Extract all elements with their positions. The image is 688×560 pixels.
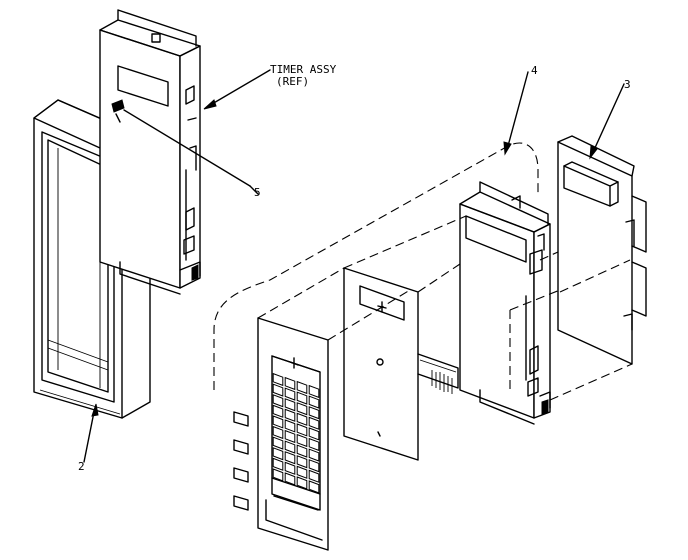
keypad-key (296, 380, 308, 395)
callout-3: 3 (624, 78, 631, 91)
keypad-key (272, 404, 284, 418)
keypad-key (296, 391, 308, 405)
keypad-key (272, 436, 284, 450)
keypad-plus-mark (289, 357, 299, 369)
timer-assy-ref-label: (REF) (276, 75, 309, 88)
keypad-key (296, 433, 308, 448)
keypad-key (308, 384, 320, 399)
keypad-key (308, 416, 320, 430)
callout-2: 2 (78, 460, 85, 473)
keypad-key (284, 440, 296, 454)
keypad-key (284, 408, 296, 422)
keypad-key (284, 429, 296, 444)
circuit-sheet (343, 267, 459, 461)
keypad-key (308, 480, 320, 494)
keypad-membrane-part-4 (257, 317, 329, 551)
keypad-key (272, 468, 284, 482)
keypad-key (296, 476, 308, 490)
leader-lines (83, 69, 625, 463)
keypad-key (308, 395, 320, 409)
keypad-key (296, 465, 308, 479)
keypad-key (296, 455, 308, 469)
keypad-key (284, 451, 296, 465)
key-tabs (233, 411, 249, 511)
callout-4: 4 (531, 64, 538, 77)
assembly-lines (213, 142, 633, 401)
keypad-key (272, 383, 284, 397)
keypad-key (296, 423, 308, 437)
timer-assy-label: TIMER ASSY (270, 63, 337, 76)
keypad-key (284, 398, 296, 412)
keypad-key (272, 415, 284, 429)
keypad-key (284, 472, 296, 486)
timer-assembly-ref (99, 9, 201, 295)
keypad-key (308, 427, 320, 441)
keypad-key (308, 448, 320, 462)
control-panel-housing (459, 181, 551, 425)
keypad-key (284, 461, 296, 475)
keypad-grid (271, 355, 321, 494)
keypad-key (296, 412, 308, 426)
keypad-key (284, 376, 296, 391)
keypad-key (284, 419, 296, 433)
keypad-key (308, 437, 320, 452)
keypad-key (308, 406, 320, 420)
keypad-key (284, 387, 296, 401)
keypad-key (272, 372, 284, 387)
keypad-key (272, 447, 284, 461)
keypad-key (272, 425, 284, 440)
callout-5: 5 (254, 186, 261, 199)
keypad-key (308, 459, 320, 473)
keypad-key (272, 457, 284, 471)
screw-part-5 (111, 99, 259, 195)
keypad-key (272, 394, 284, 408)
pc-board-part-3 (557, 135, 647, 365)
keypad-key (296, 444, 308, 458)
keypad-key (296, 402, 308, 416)
keypad-key (308, 469, 320, 483)
